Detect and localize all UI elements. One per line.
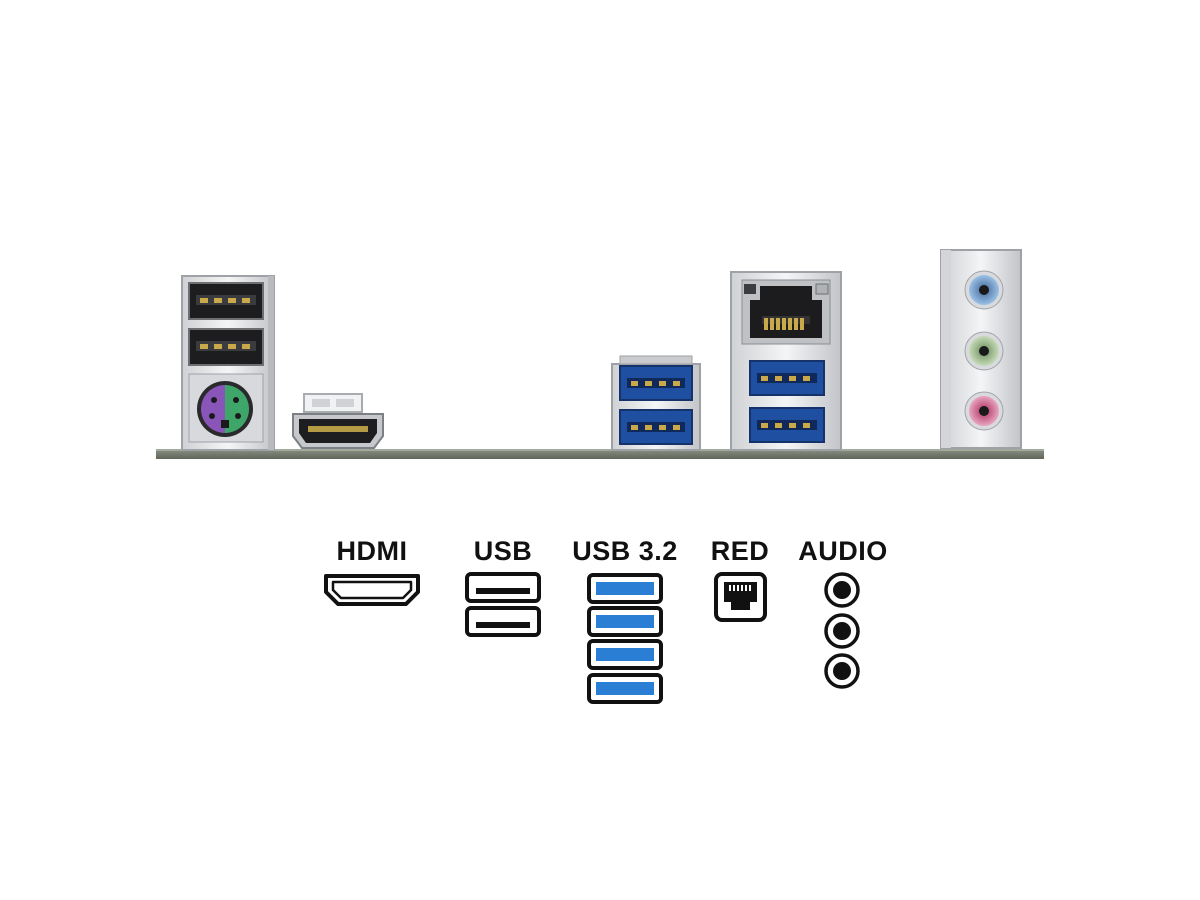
- audio-jack-icon: [824, 653, 860, 689]
- usb-label: USB: [474, 536, 533, 566]
- left-port-stack: [181, 275, 275, 451]
- usb32-port-icon: [587, 673, 663, 704]
- usb32-port-icon: [587, 639, 663, 670]
- ethernet-port-icon: [714, 572, 767, 622]
- photo-usb32-port-c: [749, 360, 825, 396]
- photo-ethernet-port: [741, 279, 831, 345]
- photo-usb32-port-d: [749, 407, 825, 443]
- usb-port-icon: [465, 606, 541, 637]
- audio-label: AUDIO: [798, 536, 888, 566]
- usb32-port-icon: [587, 606, 663, 637]
- audio-jack-icon: [824, 572, 860, 608]
- photo-hdmi-port: [292, 393, 384, 449]
- io-photo: [156, 249, 1044, 459]
- photo-audio-jack-line-out: [964, 331, 1004, 371]
- photo-audio-jack-line-in: [964, 270, 1004, 310]
- photo-usb32-stack-middle: [611, 355, 701, 451]
- hdmi-port-icon: [324, 574, 420, 606]
- photo-ps2-port: [188, 373, 264, 443]
- motherboard-edge-highlight: [156, 449, 1044, 451]
- usb32-label: USB 3.2: [572, 536, 678, 566]
- usb-port-icon: [465, 572, 541, 603]
- photo-audio-stack: [940, 249, 1022, 449]
- photo-usb32-port-a: [619, 365, 693, 401]
- hdmi-label: HDMI: [337, 536, 408, 566]
- motherboard-edge: [156, 449, 1044, 459]
- audio-jack-icon: [824, 613, 860, 649]
- port-legend: HDMI USB USB 3.2 RED AUDIO: [324, 536, 888, 704]
- photo-usb2-port-bottom: [188, 328, 264, 366]
- red-label: RED: [711, 536, 770, 566]
- photo-usb32-port-b: [619, 409, 693, 445]
- photo-lan-usb32-stack: [730, 271, 842, 451]
- photo-usb2-port-top: [188, 282, 264, 320]
- photo-audio-jack-mic: [964, 391, 1004, 431]
- usb32-port-icon: [587, 573, 663, 604]
